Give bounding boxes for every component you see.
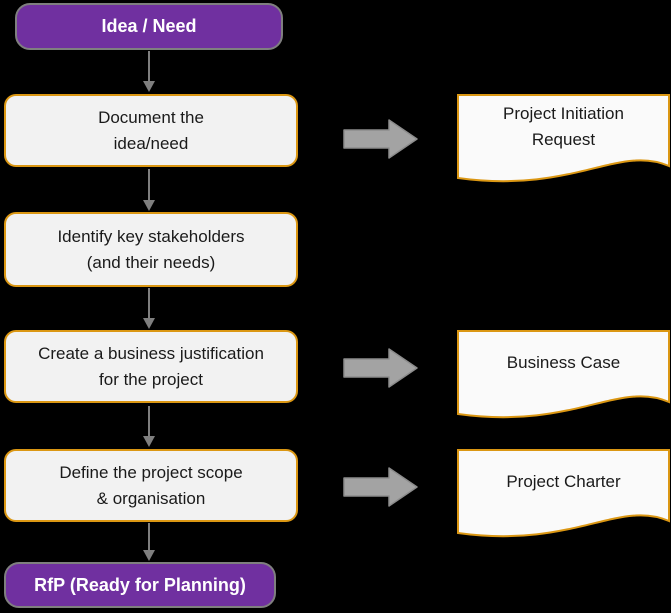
step-document-idea-need: Document the idea/need [4, 94, 298, 167]
step-label: Create a business justification for the … [38, 343, 264, 389]
connector-line [148, 406, 150, 436]
connector-down-3 [143, 288, 155, 329]
step-label: Identify key stakeholders (and their nee… [57, 226, 245, 272]
arrowhead-down-icon [143, 200, 155, 211]
connector-down-4 [143, 406, 155, 447]
connector-down-2 [143, 169, 155, 211]
end-node-label: RfP (Ready for Planning) [34, 574, 246, 595]
document-project-charter: Project Charter [457, 449, 670, 544]
document-business-case: Business Case [457, 330, 670, 425]
document-project-initiation-request: Project Initiation Request [457, 94, 670, 189]
block-arrow-right-icon [343, 348, 418, 388]
connector-line [148, 169, 150, 200]
connector-line [148, 288, 150, 318]
document-shape [457, 449, 670, 538]
connector-down-5 [143, 523, 155, 561]
connector-down-1 [143, 51, 155, 92]
connector-line [148, 523, 150, 550]
step-label: Define the project scope & organisation [59, 462, 243, 508]
step-define-scope-organisation: Define the project scope & organisation [4, 449, 298, 522]
document-label: Business Case [506, 353, 621, 372]
arrowhead-down-icon [143, 436, 155, 447]
arrowhead-down-icon [143, 550, 155, 561]
step-identify-stakeholders: Identify key stakeholders (and their nee… [4, 212, 298, 287]
block-arrow-right-icon [343, 119, 418, 159]
start-node-label: Idea / Need [101, 16, 197, 36]
connector-line [148, 51, 150, 81]
arrowhead-down-icon [143, 81, 155, 92]
arrowhead-down-icon [143, 318, 155, 329]
document-shape [457, 94, 670, 183]
step-create-business-justification: Create a business justification for the … [4, 330, 298, 403]
document-shape [457, 330, 670, 419]
end-node-rfp: RfP (Ready for Planning) [4, 562, 276, 608]
start-node-idea-need: Idea / Need [15, 3, 283, 50]
document-label: Project Initiation Request [503, 104, 624, 149]
block-arrow-right-icon [343, 467, 418, 507]
step-label: Document the idea/need [98, 107, 204, 153]
document-label: Project Charter [506, 472, 621, 491]
